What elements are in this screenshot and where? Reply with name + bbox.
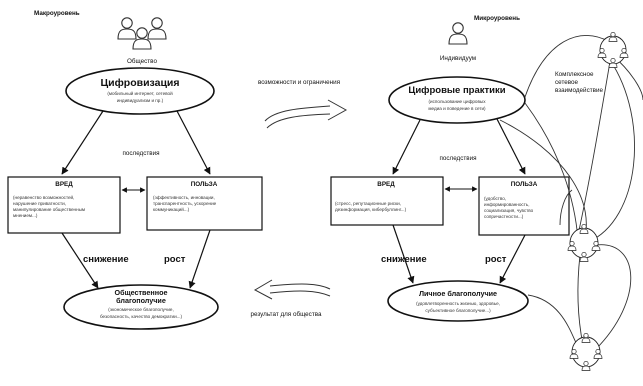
personal-wellbeing-title: Личное благополучие — [419, 289, 497, 298]
society-icon — [117, 17, 167, 50]
forward-arrow — [264, 99, 348, 129]
macro-harm-desc-1: (неравенство возможностей, — [13, 194, 74, 200]
social-wellbeing-title-1: Общественное — [115, 288, 168, 297]
social-wellbeing-title-2: благополучие — [116, 296, 166, 305]
macro-harm-title: ВРЕД — [55, 181, 73, 188]
micro-benefit-desc-3: социализация, чувство — [484, 208, 534, 213]
social-wellbeing-node — [63, 284, 219, 330]
macro-benefit-box — [146, 176, 263, 231]
backward-arrow — [253, 279, 331, 300]
macro-consequences-label: последствия — [122, 150, 159, 157]
macro-harm-desc-2: нарушение приватности, — [13, 201, 66, 206]
digital-practices-title: Цифровые практики — [408, 85, 505, 96]
digital-practices-desc-2: медиа и поведение в сети) — [428, 106, 486, 111]
micro-benefit-desc-4: сопричастности...) — [484, 214, 524, 219]
network-links — [499, 34, 643, 351]
network-cluster-middle — [567, 223, 601, 262]
arrow-macro-benefit-to-wellbeing — [188, 229, 211, 289]
arrow-micro-to-benefit — [496, 118, 526, 175]
social-wellbeing-desc-1: (экономическое благополучие, — [108, 307, 174, 312]
micro-harm-desc-1: (стресс, репутационные риски, — [335, 201, 401, 206]
arrow-macro-to-benefit — [176, 110, 211, 175]
middle-links: возможности и ограничения результат для … — [250, 79, 348, 318]
arrow-macro-harm-to-wellbeing — [61, 232, 99, 289]
network-label-2: сетевое — [555, 79, 579, 86]
backward-label: результат для общества — [250, 310, 322, 318]
macro-benefit-desc-3: коммуникаций...) — [153, 206, 190, 212]
macro-increase-label: рост — [164, 254, 186, 265]
network-label-3: взаимодействие — [555, 86, 603, 94]
network-label-1: Комплексное — [555, 71, 594, 78]
macro-harm-box — [7, 176, 121, 234]
individual-label: Индивидуум — [440, 55, 476, 62]
digitalization-node — [65, 67, 215, 115]
personal-wellbeing-desc-1: (удовлетворенность жизнью, здоровье, — [416, 301, 500, 306]
micro-decrease-label: снижение — [381, 254, 427, 265]
macro-benefit-title: ПОЛЬЗА — [191, 181, 218, 188]
macro-level-label: Макроуровень — [34, 10, 80, 17]
digital-practices-desc-1: (использование цифровых — [428, 99, 486, 104]
micro-harm-title: ВРЕД — [377, 181, 395, 188]
micro-increase-label: рост — [485, 254, 507, 265]
network-interaction: Комплексное сетевое взаимодействие — [499, 31, 643, 371]
personal-wellbeing-desc-2: субъективное благополучие...) — [425, 308, 491, 313]
micro-harm-desc-2: дезинформация, кибербуллинг...) — [335, 207, 407, 212]
forward-label: возможности и ограничения — [258, 79, 340, 86]
micro-benefit-desc-1: (удобство, — [484, 196, 506, 201]
micro-level: Микроуровень Индивидуум Цифровые практик… — [330, 15, 570, 322]
arrow-micro-harm-to-wellbeing — [392, 224, 415, 284]
arrow-micro-benefit-to-wellbeing — [499, 234, 526, 284]
digital-practices-node — [388, 76, 526, 124]
micro-harm-box — [330, 176, 444, 226]
arrow-macro-to-harm — [61, 110, 104, 175]
micro-benefit-title: ПОЛЬЗА — [511, 181, 538, 188]
micro-level-label: Микроуровень — [474, 15, 520, 22]
arrow-micro-to-harm — [392, 119, 421, 175]
macro-harm-desc-4: мнением...) — [13, 213, 38, 218]
society-label: Общество — [127, 57, 157, 65]
micro-consequences-label: последствия — [439, 155, 476, 162]
digitalization-desc-1: (мобильный интернет, сетевой — [107, 90, 173, 96]
micro-benefit-box — [478, 176, 570, 236]
macro-benefit-desc-1: (эффективность, инновации, — [153, 195, 215, 200]
individual-icon — [448, 22, 468, 45]
macro-level: Макроуровень Общество Цифровизация (моби… — [7, 10, 263, 330]
digitalization-desc-2: индивидуализм и пр.) — [117, 98, 164, 103]
digitalization-title: Цифровизация — [100, 77, 179, 89]
network-cluster-top — [597, 31, 629, 68]
network-cluster-bottom — [569, 332, 603, 371]
macro-decrease-label: снижение — [83, 254, 129, 265]
macro-harm-desc-3: манипулирование общественным — [13, 207, 85, 212]
personal-wellbeing-node — [387, 280, 529, 322]
macro-benefit-desc-2: транспарентность, ускорение — [153, 201, 217, 206]
social-wellbeing-desc-2: безопасность, качество демократии...) — [100, 314, 183, 319]
micro-benefit-desc-2: информированность, — [484, 202, 529, 207]
